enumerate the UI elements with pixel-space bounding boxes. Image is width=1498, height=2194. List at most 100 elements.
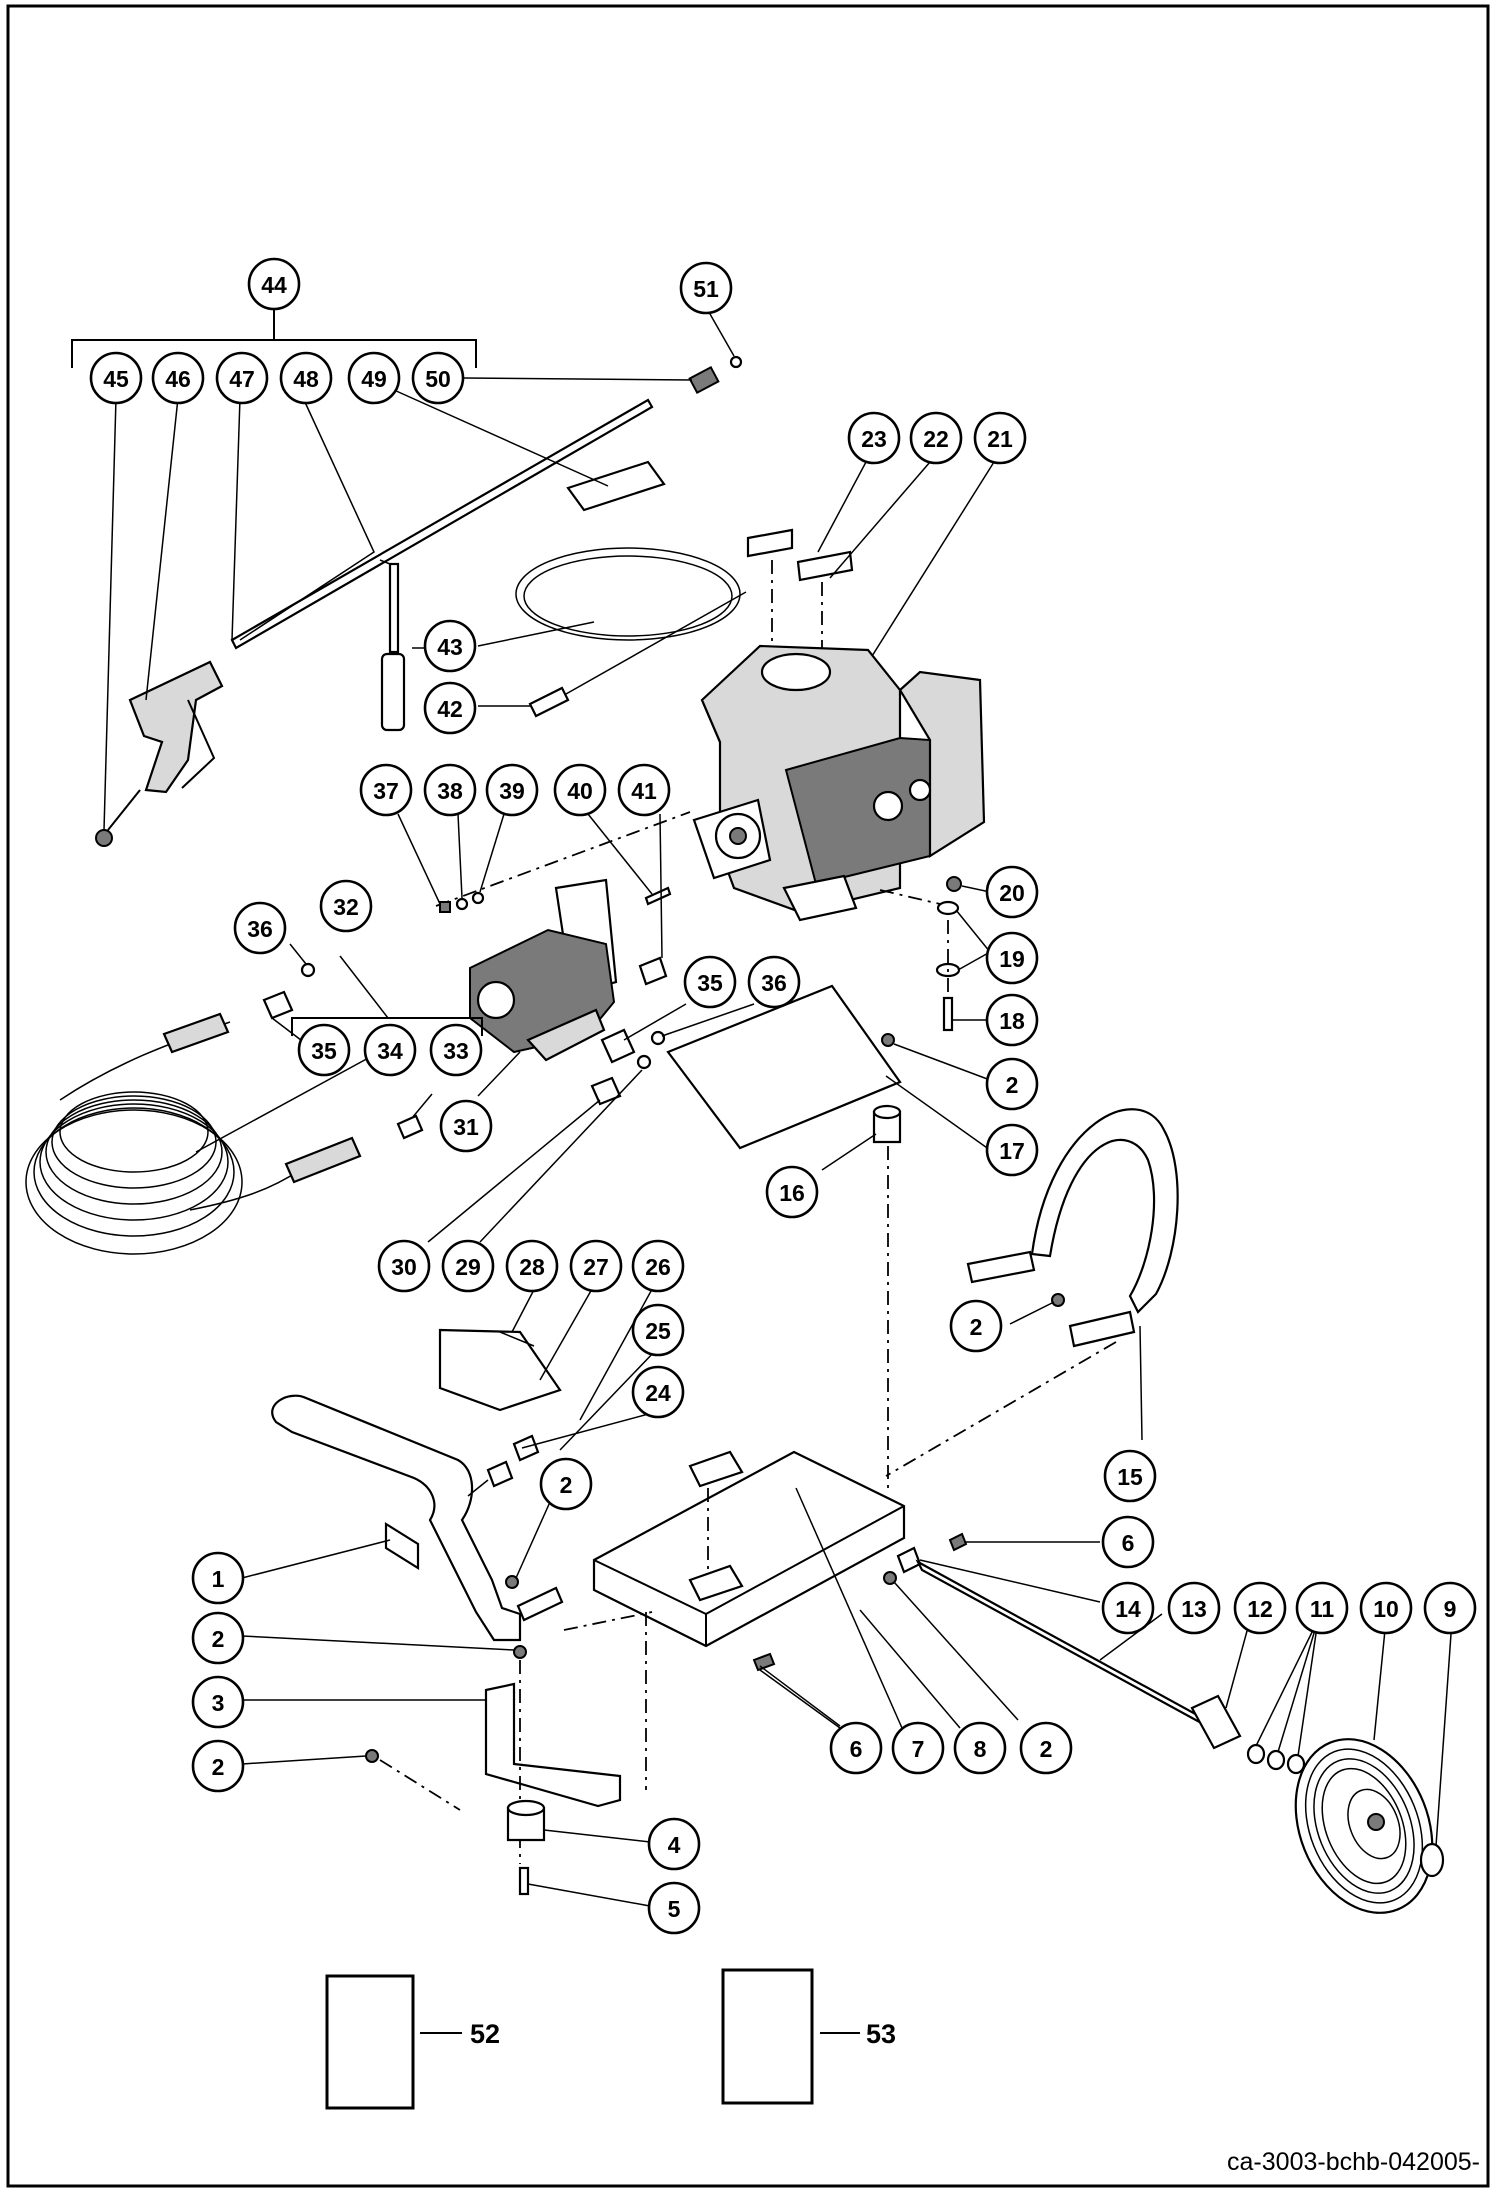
callout-13: 13 [1167, 1581, 1221, 1635]
nozzle-48-tube [388, 562, 400, 654]
o-ring-51 [729, 355, 743, 369]
svg-text:26: 26 [645, 1254, 671, 1280]
callout-25: 25 [631, 1303, 685, 1357]
svg-text:36: 36 [247, 916, 273, 942]
svg-text:33: 33 [443, 1038, 469, 1064]
svg-text:30: 30 [391, 1254, 417, 1280]
callout-15: 15 [1103, 1449, 1157, 1503]
callout-24: 24 [631, 1365, 685, 1419]
callout-18: 18 [985, 993, 1039, 1047]
nozzle-48 [380, 652, 406, 732]
o-ring-36 [650, 1030, 666, 1046]
nut-2-bracket [513, 1645, 527, 1659]
callout-11: 11 [1295, 1581, 1349, 1635]
base-plate-group [666, 984, 991, 1492]
svg-text:29: 29 [455, 1254, 481, 1280]
callout-50: 50 [411, 351, 465, 405]
callout-16: 16 [765, 1165, 819, 1219]
callout-45: 45 [89, 351, 143, 405]
svg-text:3: 3 [212, 1690, 225, 1716]
callout-2-top-left: 2 [191, 1611, 245, 1665]
nut-20 [946, 876, 962, 892]
svg-text:19: 19 [999, 946, 1025, 972]
callout-3: 3 [191, 1675, 245, 1729]
o-ring-36-left [300, 962, 316, 978]
callout-22: 22 [909, 411, 963, 465]
callout-28: 28 [505, 1239, 559, 1293]
decal-23 [746, 528, 794, 558]
nozzle-50 [688, 365, 720, 395]
svg-text:16: 16 [779, 1180, 805, 1206]
svg-text:2: 2 [560, 1472, 573, 1498]
svg-text:45: 45 [103, 366, 129, 392]
coupler-35 [600, 1028, 636, 1064]
callout-42: 42 [423, 681, 477, 735]
svg-text:44: 44 [261, 272, 287, 298]
callout-26: 26 [631, 1239, 685, 1293]
washer-19a [936, 900, 960, 916]
rear-handle-group [885, 1108, 1179, 1477]
bolt-18 [942, 996, 954, 1032]
callout-19: 19 [985, 931, 1039, 985]
hose-coil-34 [25, 1109, 243, 1255]
svg-text:35: 35 [697, 970, 723, 996]
svg-text:2: 2 [1006, 1072, 1019, 1098]
svg-text:22: 22 [923, 426, 949, 452]
svg-text:1: 1 [212, 1566, 225, 1592]
callout-40: 40 [553, 763, 607, 817]
spacer-12 [1190, 1694, 1242, 1750]
callout-32: 32 [319, 879, 373, 933]
label-52: 52 [470, 2019, 500, 2049]
bolt-5 [518, 1866, 530, 1896]
svg-text:14: 14 [1115, 1596, 1141, 1622]
svg-text:12: 12 [1247, 1596, 1273, 1622]
callout-2-bottom-left: 2 [191, 1739, 245, 1793]
svg-text:36: 36 [761, 970, 787, 996]
callout-17: 17 [985, 1123, 1039, 1177]
svg-text:35: 35 [311, 1038, 337, 1064]
page-frame [6, 4, 1490, 2188]
axle-13 [915, 1559, 1217, 1733]
svg-text:47: 47 [229, 366, 255, 392]
shroud-26 [438, 1328, 562, 1412]
svg-text:28: 28 [519, 1254, 545, 1280]
callout-10: 10 [1359, 1581, 1413, 1635]
callout-35-left: 35 [297, 1023, 351, 1077]
callout-51: 51 [679, 261, 733, 315]
callout-9: 9 [1423, 1581, 1477, 1635]
callout-8: 8 [953, 1721, 1007, 1775]
svg-text:43: 43 [437, 634, 463, 660]
svg-text:4: 4 [668, 1832, 681, 1858]
callout-2-frame: 2 [539, 1457, 593, 1511]
callout-5: 5 [647, 1881, 701, 1935]
decal-8 [688, 1450, 744, 1488]
svg-text:31: 31 [453, 1114, 479, 1140]
svg-text:5: 5 [668, 1896, 681, 1922]
svg-text:46: 46 [165, 366, 191, 392]
hose-end-upper [162, 1012, 230, 1054]
svg-text:37: 37 [373, 778, 399, 804]
washer-11c [1286, 1753, 1306, 1775]
fitting-33 [396, 1114, 424, 1140]
callout-36-right: 36 [747, 955, 801, 1009]
o-ring-29 [636, 1054, 652, 1070]
callout-34: 34 [363, 1023, 417, 1077]
washer-38 [455, 897, 469, 911]
svg-text:32: 32 [333, 894, 359, 920]
fitting-30 [590, 1076, 622, 1106]
svg-text:25: 25 [645, 1318, 671, 1344]
svg-text:2: 2 [970, 1314, 983, 1340]
spray-gun-46 [128, 660, 224, 794]
callout-44: 44 [247, 257, 301, 311]
svg-text:2: 2 [212, 1754, 225, 1780]
callout-7: 7 [891, 1721, 945, 1775]
bolt-37 [439, 901, 451, 913]
handle-1 [271, 1394, 522, 1642]
nut-2-front [883, 1571, 897, 1585]
svg-text:34: 34 [377, 1038, 403, 1064]
callout-2-plate: 2 [985, 1057, 1039, 1111]
svg-text:18: 18 [999, 1008, 1025, 1034]
engine-plate-17 [666, 984, 902, 1150]
manual-53 [721, 1968, 814, 2105]
base-frame-7 [592, 1450, 906, 1648]
